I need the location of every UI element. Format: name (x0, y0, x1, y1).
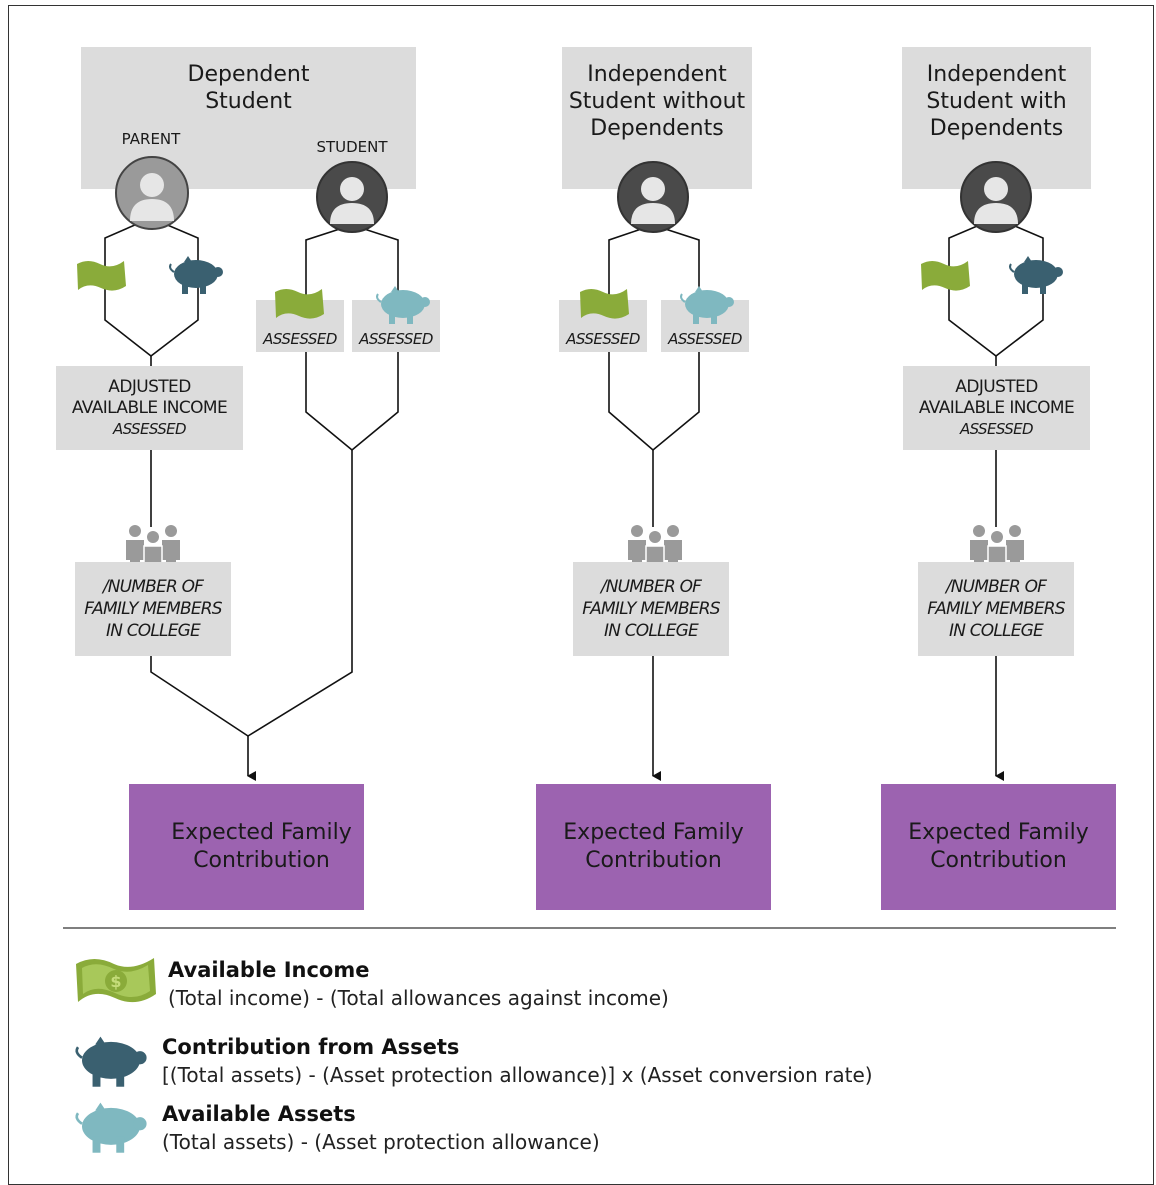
income-line1: ADJUSTED (955, 376, 1038, 397)
independent-with-efc-box: Expected Family Contribution (881, 784, 1116, 910)
dark-piggy-bank-icon (169, 256, 223, 294)
light-piggy-bank-icon (680, 286, 734, 324)
dark-piggy-bank-icon (75, 1036, 147, 1087)
income-line1: ADJUSTED (108, 376, 191, 397)
svg-text:$: $ (110, 972, 121, 991)
parent-label: PARENT (121, 130, 181, 148)
parent-avatar-icon (115, 156, 189, 230)
independent-without-efc-box: Expected Family Contribution (536, 784, 771, 910)
dependent-efc-box: Expected Family Contribution (129, 784, 364, 910)
income-line2: AVAILABLE INCOME (71, 397, 228, 418)
money-icon (275, 289, 324, 319)
money-icon (580, 289, 629, 319)
dependent-adjusted-income-box: ADJUSTED AVAILABLE INCOME ASSESSED (56, 366, 243, 450)
legend-contribution-assets-title: Contribution from Assets (162, 1035, 460, 1059)
dark-piggy-bank-icon (1009, 256, 1063, 294)
legend-available-assets-desc: (Total assets) - (Asset protection allow… (162, 1130, 600, 1154)
income-line3: ASSESSED (960, 419, 1034, 438)
legend-contribution-assets-desc: [(Total assets) - (Asset protection allo… (162, 1063, 873, 1087)
independent-without-family-members-box: /NUMBER OF FAMILY MEMBERS IN COLLEGE (573, 562, 729, 656)
independent-with-family-members-box: /NUMBER OF FAMILY MEMBERS IN COLLEGE (918, 562, 1074, 656)
legend-available-assets-title: Available Assets (162, 1102, 356, 1126)
independent-without-avatar-icon (617, 161, 689, 233)
independent-with-adjusted-income-box: ADJUSTED AVAILABLE INCOME ASSESSED (903, 366, 1090, 450)
dependent-family-members-box: /NUMBER OF FAMILY MEMBERS IN COLLEGE (75, 562, 231, 656)
money-icon: $ (76, 958, 156, 1003)
legend-available-income-desc: (Total income) - (Total allowances again… (168, 986, 669, 1010)
light-piggy-bank-icon (376, 286, 430, 324)
income-line3: ASSESSED (113, 419, 187, 438)
money-icon (921, 261, 970, 291)
legend-available-income-title: Available Income (168, 958, 370, 982)
independent-with-avatar-icon (960, 161, 1032, 233)
light-piggy-bank-icon (75, 1102, 147, 1153)
student-avatar-icon (316, 161, 388, 233)
student-label: STUDENT (316, 138, 388, 156)
income-line2: AVAILABLE INCOME (918, 397, 1075, 418)
money-icon (77, 261, 126, 291)
